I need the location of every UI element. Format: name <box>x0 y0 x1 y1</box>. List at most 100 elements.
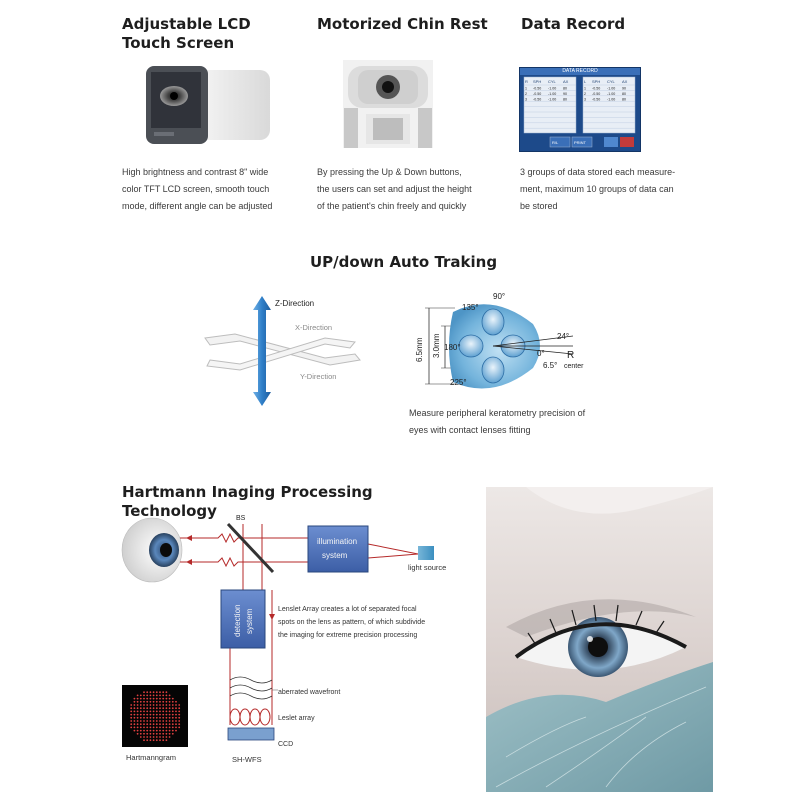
table-cell: 80 <box>563 97 567 101</box>
table-cell: 1 <box>525 87 527 91</box>
r-label: R <box>567 350 574 361</box>
ccd-label: CCD <box>278 741 293 748</box>
svg-text:illumination: illumination <box>317 537 357 546</box>
angle-135-label: 135° <box>462 303 479 312</box>
table-cell: -1.00 <box>607 92 615 96</box>
data-record-nav-icons[interactable] <box>604 137 634 147</box>
lobe-180 <box>458 334 484 358</box>
svg-text:system: system <box>245 608 254 634</box>
chin-rest-image <box>343 60 433 148</box>
table-cell: 3 <box>525 97 527 101</box>
table-cell: -0.50 <box>533 87 541 91</box>
dim-inner-label: 3.0mm <box>432 333 441 358</box>
table-cell: 90 <box>622 87 626 91</box>
feature-desc-lcd: High brightness and contrast 8" wide col… <box>122 167 273 211</box>
table-cell: -1.00 <box>607 87 615 91</box>
tracking-title: UP/down Auto Traking <box>310 253 498 271</box>
feature-desc-chin-rest: By pressing the Up & Down buttons, the u… <box>317 167 472 211</box>
svg-text:system: system <box>322 551 348 560</box>
table-cell: -0.50 <box>533 92 541 96</box>
table-cell: -0.50 <box>533 97 541 101</box>
light-source-label: light source <box>408 563 446 572</box>
beam-splitter <box>226 522 275 574</box>
y-axis-arrow <box>206 337 356 371</box>
xyz-tracking-diagram: Z-Direction X-Direction Y-Direction <box>204 296 361 406</box>
hartmanngram-label: Hartmanngram <box>126 753 176 762</box>
eye-closeup-photo <box>486 487 713 792</box>
table-cell: -0.50 <box>592 97 600 101</box>
illumination-system-box: illumination system <box>307 525 369 573</box>
table-cell: -0.50 <box>592 87 600 91</box>
table-header: AX <box>622 79 628 84</box>
angle-65-label: 6.5° <box>543 361 557 370</box>
shwfs-label: SH-WFS <box>232 755 262 764</box>
angle-0-label: 0° <box>537 349 545 358</box>
table-header: SPH <box>592 79 600 84</box>
data-record-left-table: R SPH CYL AX 1 -0.50 -1.00 80 2 -0.50 -1.00 90 3 -0.5… <box>523 76 577 134</box>
data-record-button[interactable]: R/L <box>549 136 571 148</box>
table-header: CYL <box>548 79 557 84</box>
table-cell: 90 <box>563 92 567 96</box>
table-cell: 2 <box>525 92 527 96</box>
feature-title-data-record: Data Record <box>521 15 626 33</box>
dim-outer-label: 6.5mm <box>415 337 424 362</box>
table-header: AX <box>563 79 569 84</box>
hartmann-title: Hartmann Inaging Processing Technology <box>122 483 373 520</box>
table-header: R <box>525 79 528 84</box>
table-cell: 3 <box>584 97 586 101</box>
y-direction-label: Y-Direction <box>300 372 336 381</box>
svg-text:detection: detection <box>233 605 242 637</box>
angle-180-label: 180° <box>444 343 461 352</box>
angle-225-label: 225° <box>450 378 467 387</box>
table-cell: -0.50 <box>592 92 600 96</box>
table-cell: -1.00 <box>548 92 556 96</box>
feature-desc-data-record: 3 groups of data stored each measure- me… <box>520 167 676 211</box>
data-record-title: DATA RECORD <box>520 68 640 75</box>
light-source-icon <box>418 546 434 560</box>
lenslet-desc-line-3: the imaging for extreme precision proces… <box>278 632 417 639</box>
x-direction-label: X-Direction <box>295 323 332 332</box>
hartmann-diagram: BS illumination system light source dete… <box>121 515 446 764</box>
keratometry-caption: Measure peripheral keratometry precision… <box>409 408 586 435</box>
detection-system-box: detection system <box>220 589 266 649</box>
table-cell: 1 <box>584 87 586 91</box>
svg-text:R/L: R/L <box>552 140 559 145</box>
eyeball-image <box>121 517 183 583</box>
z-axis-arrow <box>253 296 271 406</box>
table-header: L <box>584 79 587 84</box>
lenslet-desc-line-1: Lenslet Array creates a lot of separated… <box>278 606 417 613</box>
angle-90-label: 90° <box>493 292 505 301</box>
data-record-right-table: L SPH CYL AX 1 -0.50 -1.00 90 2 -0.50 -1.00 80 3 -0.5… <box>582 76 636 134</box>
angle-24-label: 24° <box>557 332 569 341</box>
hartmanngram-image <box>122 685 188 747</box>
lobe-270 <box>481 356 505 384</box>
table-cell: -1.00 <box>548 97 556 101</box>
center-label: center <box>564 363 584 370</box>
aberrated-label: aberrated wavefront <box>278 689 340 696</box>
bs-label: BS <box>236 515 246 522</box>
table-header: CYL <box>607 79 616 84</box>
table-cell: 80 <box>622 97 626 101</box>
table-cell: -1.00 <box>607 97 615 101</box>
svg-text:PRINT: PRINT <box>574 140 587 145</box>
data-record-button[interactable]: PRINT <box>571 136 593 148</box>
leslet-label: Leslet array <box>278 715 315 722</box>
lcd-device-image <box>146 66 270 144</box>
data-record-tables: R SPH CYL AX 1 -0.50 -1.00 80 2 -0.50 -1.00 90 3 -0.5… <box>523 76 636 148</box>
table-cell: 2 <box>584 92 586 96</box>
ccd-sensor <box>227 727 275 741</box>
aberrated-wavefront <box>229 676 273 700</box>
lobe-90 <box>481 308 505 336</box>
feature-title-chin-rest: Motorized Chin Rest <box>317 15 488 33</box>
lenslet-array <box>229 708 271 726</box>
z-direction-label: Z-Direction <box>275 299 314 308</box>
data-record-screen: DATA RECORD R SPH CYL AX 1 -0.50 -1.00 80 2 -0.50… <box>519 67 641 152</box>
lenslet-desc-line-2: spots on the lens as pattern, of which s… <box>278 619 425 626</box>
x-axis-arrow <box>204 333 361 366</box>
table-cell: 80 <box>622 92 626 96</box>
feature-title-lcd: Adjustable LCD Touch Screen <box>122 15 251 52</box>
table-cell: 80 <box>563 87 567 91</box>
table-cell: -1.00 <box>548 87 556 91</box>
keratometry-diagram: 6.5mm 3.0mm 90° 135° 180° 225° 24° 0° 6.… <box>415 292 584 389</box>
table-header: SPH <box>533 79 541 84</box>
